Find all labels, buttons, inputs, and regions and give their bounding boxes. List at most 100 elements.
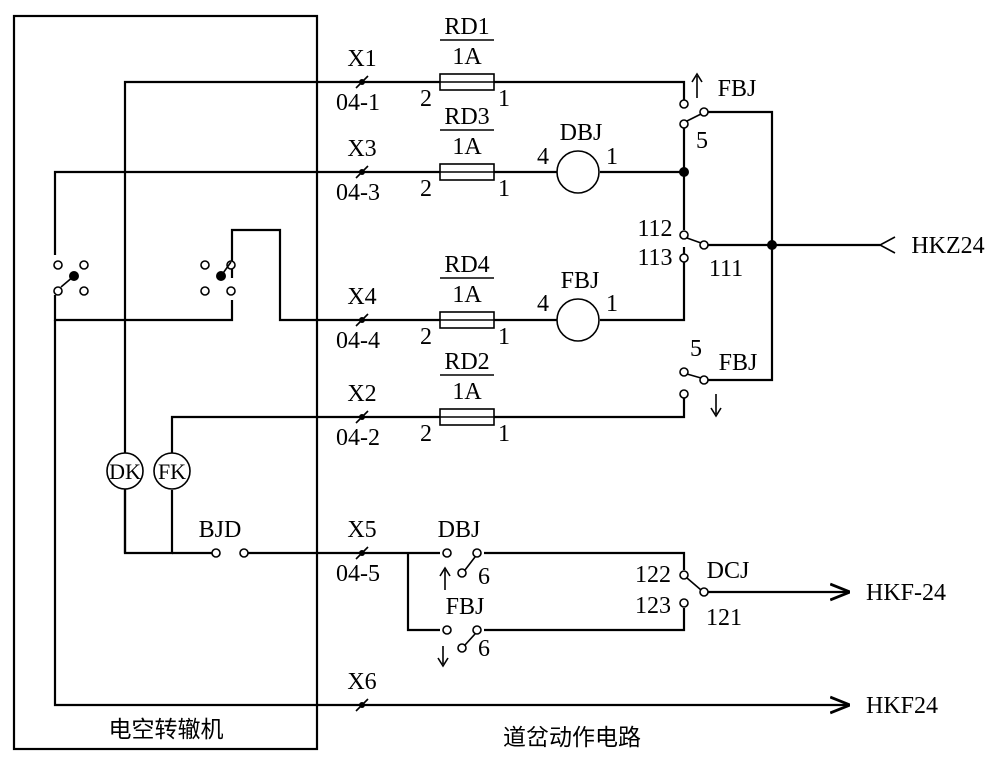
fbj-coil: FBJ 4 1 xyxy=(537,268,618,342)
contact-point xyxy=(442,625,452,635)
fuse-rd4: RD4 1A 2 1 xyxy=(420,252,510,350)
terminal-label: X4 xyxy=(347,284,376,310)
wires xyxy=(53,80,896,705)
coil-pin: 4 xyxy=(537,144,549,170)
fbj-top-contact: FBJ 5 xyxy=(679,72,756,154)
dk-label: DK xyxy=(109,459,141,484)
dk-valve: DK xyxy=(106,452,144,490)
terminal-number: 04-4 xyxy=(336,328,380,354)
contact-pin: 123 xyxy=(635,593,671,619)
fuse-rating: 1A xyxy=(452,134,482,160)
terminal-x5: X5 04-5 xyxy=(336,517,380,587)
fbj-lower-contact: FBJ 6 xyxy=(437,594,490,668)
fuse-name: RD3 xyxy=(444,104,489,130)
fuse-pin: 1 xyxy=(498,324,510,350)
contact-point xyxy=(79,286,89,296)
dk-circle xyxy=(106,452,144,490)
contact-point xyxy=(53,286,63,296)
fk-label: FK xyxy=(158,459,186,484)
contact-point xyxy=(211,548,221,558)
contact-point xyxy=(679,367,689,377)
contact-pin: 5 xyxy=(690,336,702,362)
contact-point xyxy=(679,389,689,399)
contact-point xyxy=(699,375,709,385)
contact-point xyxy=(472,548,482,558)
terminal-dot xyxy=(359,79,365,85)
contact-name: DCJ xyxy=(707,558,750,584)
coil-pin: 1 xyxy=(606,144,618,170)
fuse-name: RD1 xyxy=(444,14,489,40)
contact-point xyxy=(699,107,709,117)
contact-point xyxy=(679,119,689,129)
hkz24-label: HKZ24 xyxy=(911,233,984,259)
dcj-contact: 122 123 DCJ 121 xyxy=(635,558,749,631)
terminal-label: X1 xyxy=(347,46,376,72)
fbj-bottom-contact: 5 FBJ xyxy=(679,336,758,418)
bjd-label: BJD xyxy=(199,517,242,543)
contact-point xyxy=(457,643,467,653)
fuse-pin: 2 xyxy=(420,86,432,112)
middle-contact: 112 113 111 xyxy=(637,216,743,282)
dbj-contact: DBJ 6 xyxy=(438,517,490,590)
contact-point xyxy=(679,253,689,263)
contact-point xyxy=(442,548,452,558)
terminal-number: 04-2 xyxy=(336,425,380,451)
contact-point xyxy=(226,286,236,296)
terminal-number: 04-5 xyxy=(336,561,380,587)
contact-pin: 113 xyxy=(637,245,672,271)
fuse-rd2: RD2 1A 2 1 xyxy=(420,349,510,447)
coil-name: FBJ xyxy=(561,268,600,294)
left-switch xyxy=(53,260,89,296)
fuse-name: RD4 xyxy=(444,252,489,278)
terminal-dot xyxy=(359,169,365,175)
fuse-pin: 2 xyxy=(420,324,432,350)
contact-name: FBJ xyxy=(446,594,485,620)
contact-name: FBJ xyxy=(719,350,758,376)
contact-pin: 6 xyxy=(478,636,490,662)
fk-circle xyxy=(153,452,191,490)
fuse-pin: 1 xyxy=(498,421,510,447)
terminal-x6: X6 xyxy=(347,669,377,712)
junction-dot xyxy=(767,240,777,250)
contact-point xyxy=(53,260,63,270)
contact-pin: 6 xyxy=(478,564,490,590)
dbj-coil: DBJ 4 1 xyxy=(537,120,618,194)
contact-pin: 122 xyxy=(635,562,671,588)
coil-pin: 1 xyxy=(606,291,618,317)
coil-pin: 4 xyxy=(537,291,549,317)
fuse-pin: 1 xyxy=(498,176,510,202)
terminal-x4: X4 04-4 xyxy=(336,284,380,354)
coil-circle xyxy=(556,298,600,342)
fuse-pin: 2 xyxy=(420,421,432,447)
coil-circle xyxy=(556,150,600,194)
terminal-dot xyxy=(359,702,365,708)
terminal-dot xyxy=(359,317,365,323)
machine-box xyxy=(12,14,319,751)
fuse-rating: 1A xyxy=(452,379,482,405)
contact-point xyxy=(200,286,210,296)
contact-point xyxy=(679,570,689,580)
coil-name: DBJ xyxy=(560,120,603,146)
middle-switch xyxy=(200,260,236,296)
fuse-rd1: RD1 1A 2 1 xyxy=(420,14,510,112)
terminal-dot xyxy=(359,414,365,420)
hkf-minus-label: HKF-24 xyxy=(866,580,946,606)
bjd-contact: BJD xyxy=(199,517,249,558)
contact-point xyxy=(226,260,236,270)
contact-point xyxy=(239,548,249,558)
fuse-rating: 1A xyxy=(452,44,482,70)
contact-name: DBJ xyxy=(438,517,481,543)
circuit-caption: 道岔动作电路 xyxy=(503,725,641,751)
contact-point xyxy=(79,260,89,270)
terminal-dot xyxy=(359,550,365,556)
junction-dot xyxy=(679,167,689,177)
contact-point xyxy=(699,240,709,250)
contact-pin: 121 xyxy=(706,605,742,631)
contact-point xyxy=(679,230,689,240)
terminal-label: X3 xyxy=(347,136,376,162)
contact-pin: 111 xyxy=(709,256,743,282)
fuse-name: RD2 xyxy=(444,349,489,375)
machine-box-label: 电空转辙机 xyxy=(109,717,224,743)
contact-pin: 112 xyxy=(637,216,672,242)
